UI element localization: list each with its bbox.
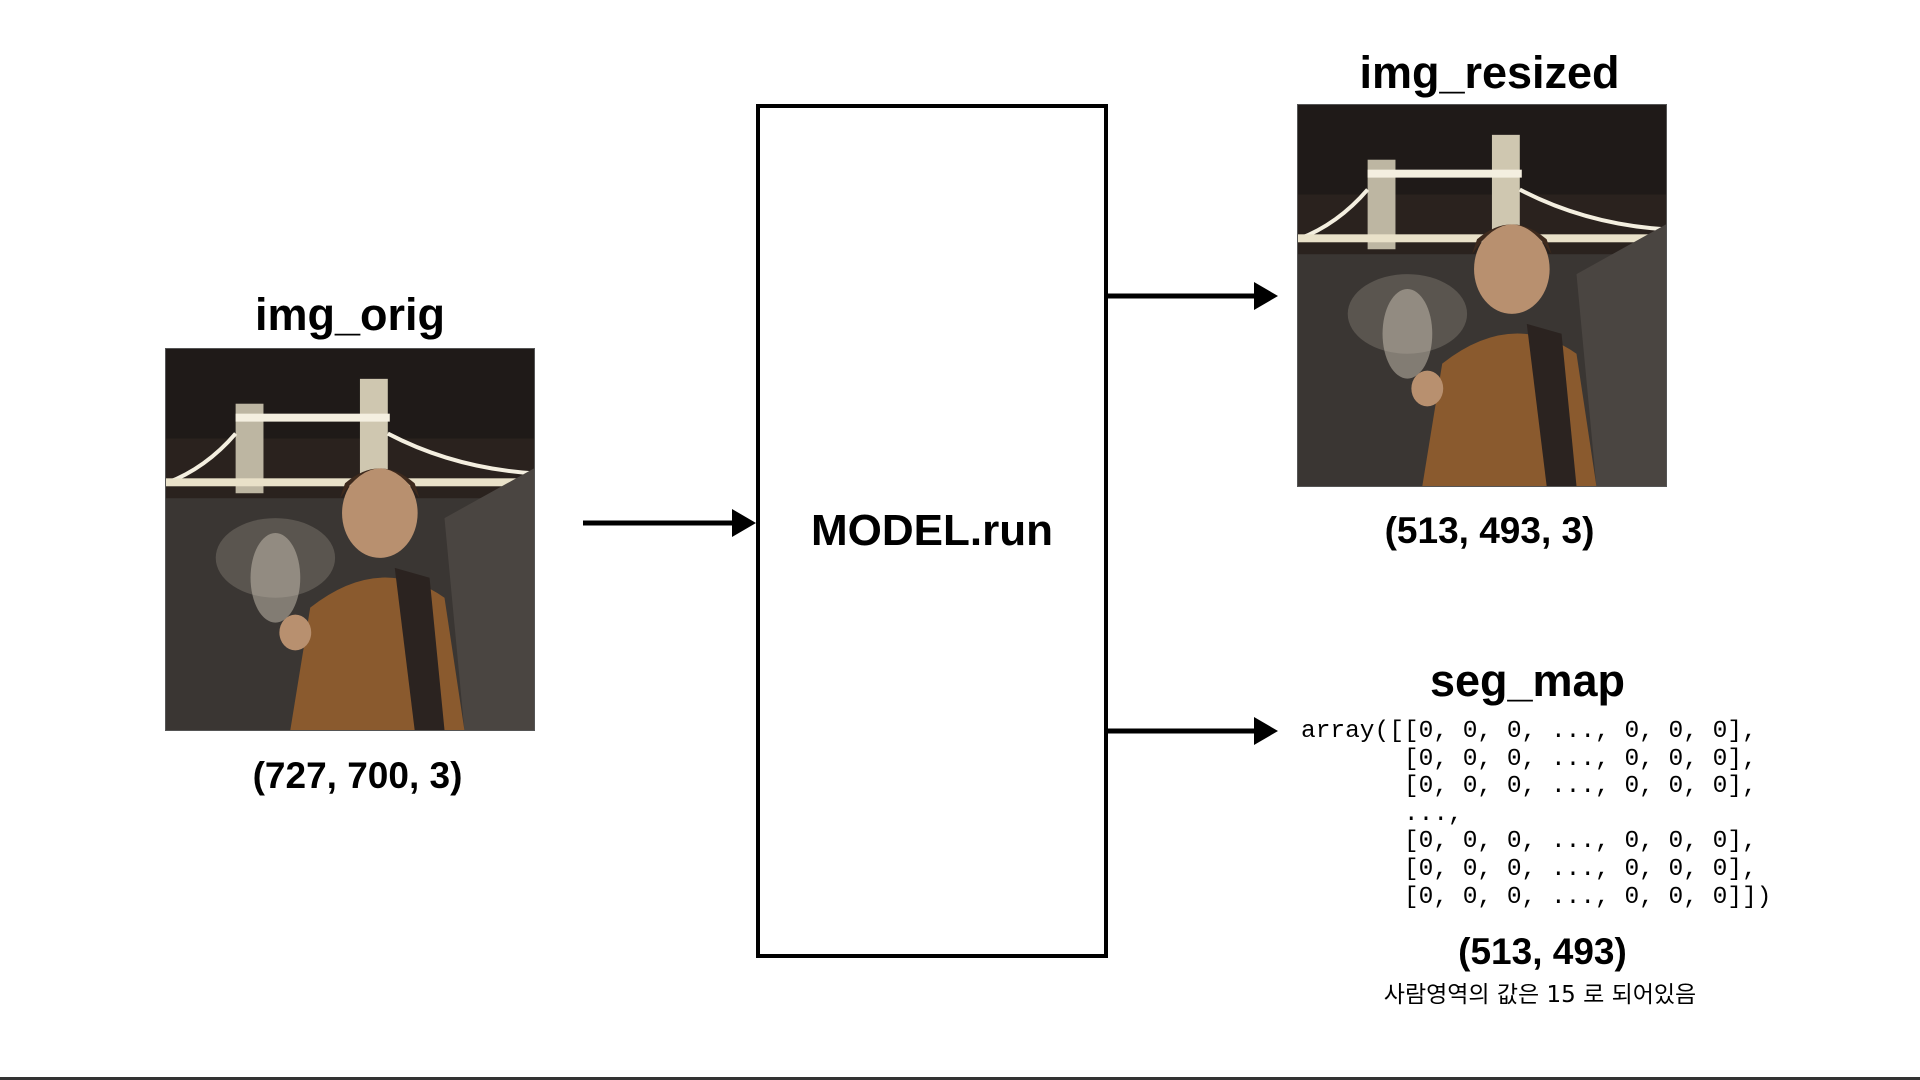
bottom-divider: [0, 1077, 1920, 1080]
model-label: MODEL.run: [811, 506, 1053, 555]
arrow-input-to-model: [583, 509, 756, 537]
img-orig-shape: (727, 700, 3): [252, 755, 463, 796]
seg-map-shape: (513, 493): [1458, 931, 1627, 972]
img-resized-photo-art: [1298, 105, 1666, 486]
img-orig-photo: [165, 348, 535, 731]
model-box: MODEL.run: [756, 104, 1108, 958]
arrow-model-to-seg-map: [1108, 717, 1278, 745]
img-resized-title: img_resized: [1359, 47, 1620, 98]
img-orig-title: img_orig: [254, 289, 446, 340]
seg-map-title: seg_map: [1429, 655, 1626, 706]
seg-map-note: 사람영역의 값은 15 로 되어있음: [1383, 982, 1697, 1008]
img-orig-photo-art: [166, 349, 534, 730]
img-resized-photo: [1297, 104, 1667, 487]
arrow-model-to-img-resized: [1108, 282, 1278, 310]
seg-map-array: array([[0, 0, 0, ..., 0, 0, 0], [0, 0, 0…: [1301, 718, 1772, 911]
img-resized-shape: (513, 493, 3): [1384, 510, 1595, 551]
